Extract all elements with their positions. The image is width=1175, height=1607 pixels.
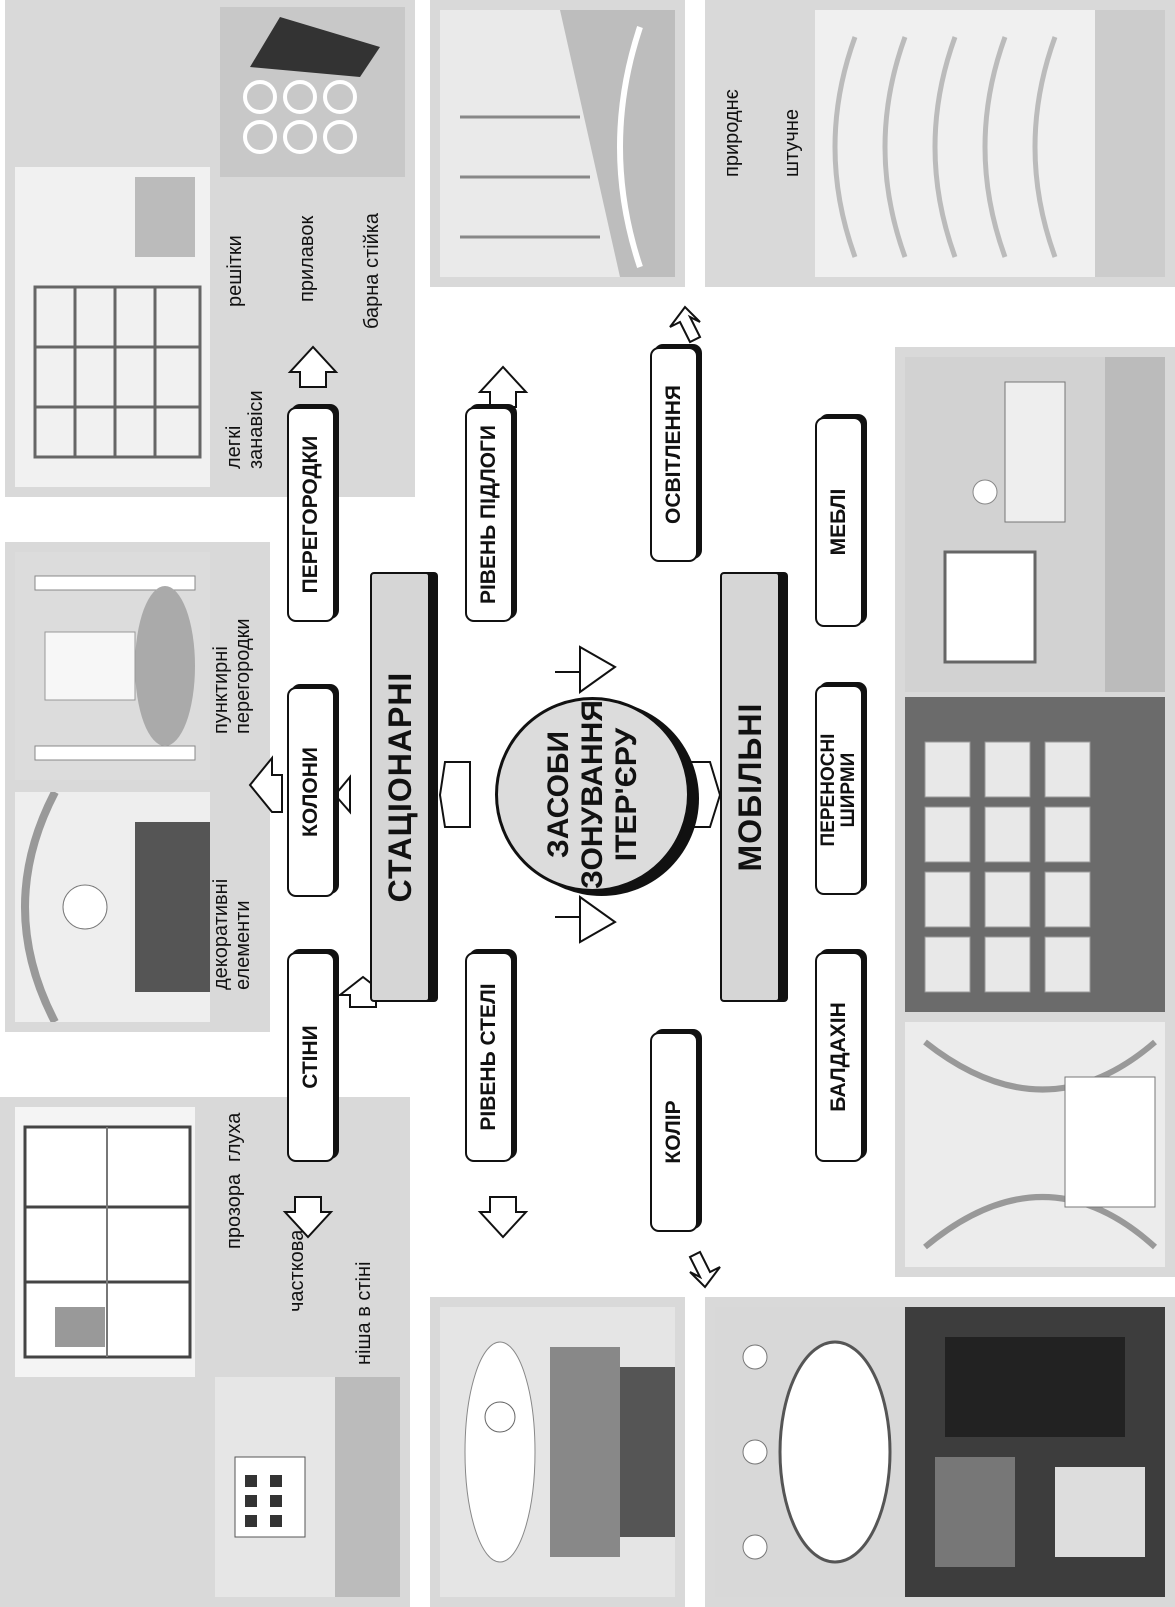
floor-level-photo: [440, 10, 675, 277]
mobile-box: МОБІЛЬНІ: [720, 572, 780, 1002]
portable-screens-photo: [905, 697, 1165, 1012]
arrow-partitions: [287, 345, 339, 388]
arrow-stat-cols-link: [333, 774, 351, 815]
lighting-panel: природнє штучне: [705, 0, 1175, 287]
lighting-box: ОСВІТЛЕННЯ: [650, 347, 698, 562]
partitions-box: ПЕРЕГОРОДКИ: [287, 407, 335, 622]
arrow-lighting: [669, 305, 702, 344]
stationary-box: СТАЦІОНАРНІ: [370, 572, 430, 1002]
lattice-screen-photo: [220, 7, 405, 177]
lighting-photo: [815, 10, 1165, 277]
color-photo-dark-room: [905, 1307, 1165, 1597]
arrow-color: [688, 1250, 721, 1289]
portable-screens-box: ПЕРЕНОСНІ ШИРМИ: [815, 685, 863, 895]
shelving-partition-photo: [15, 167, 210, 487]
columns-box: КОЛОНИ: [287, 687, 335, 897]
columns-photo: [15, 552, 210, 780]
arrow-ceiling: [477, 1196, 529, 1239]
color-box: КОЛІР: [650, 1032, 698, 1232]
color-photo-bathroom: [715, 1307, 915, 1597]
furniture-photo: [905, 357, 1165, 692]
center-line-1: ЗАСОБИ: [541, 730, 575, 859]
sliding-doors-photo: [15, 1107, 195, 1377]
furniture-label: МЕБЛІ: [827, 488, 850, 556]
walls-panel: прозора часткова ніша в стіні глуха: [0, 1097, 410, 1607]
walls-box: СТІНИ: [287, 952, 335, 1162]
lighting-label: ОСВІТЛЕННЯ: [662, 385, 685, 524]
center-circle: ЗАСОБИ ЗОНУВАННЯ ІТЕР'ЄРУ: [495, 697, 690, 892]
mobile-panel: [895, 347, 1175, 1277]
floor-level-box: РІВЕНЬ ПІДЛОГИ: [465, 407, 513, 622]
ceiling-level-photo: [440, 1307, 675, 1597]
stationary-label: СТАЦІОНАРНІ: [381, 671, 418, 903]
arrow-columns-up: [248, 755, 283, 813]
ceiling-level-box: РІВЕНЬ СТЕЛІ: [465, 952, 513, 1162]
center-line-2: ЗОНУВАННЯ: [575, 700, 609, 889]
room-niche-photo: [215, 1377, 400, 1597]
portable-screens-label: ПЕРЕНОСНІ ШИРМИ: [818, 733, 859, 847]
walls-label: СТІНИ: [299, 1025, 322, 1089]
partitions-panel: легкі занавіси решітки прилавок барна ст…: [5, 0, 415, 497]
ceiling-panel: [430, 1297, 685, 1607]
color-label: КОЛІР: [662, 1100, 685, 1164]
columns-panel: декоративні елементи пунктирні перегород…: [5, 542, 270, 1032]
floor-level-label: РІВЕНЬ ПІДЛОГИ: [477, 424, 500, 605]
center-line-3: ІТЕР'ЄРУ: [609, 727, 643, 862]
arrow-center-down: [684, 761, 722, 828]
ceiling-level-label: РІВЕНЬ СТЕЛІ: [477, 983, 500, 1131]
canopy-box: БАЛДАХІН: [815, 952, 863, 1162]
partitions-label: ПЕРЕГОРОДКИ: [299, 435, 322, 594]
floor-panel: [430, 0, 685, 287]
arrow-floor: [477, 365, 529, 408]
arrow-walls: [282, 1196, 334, 1239]
columns-label: КОЛОНИ: [299, 747, 322, 837]
furniture-box: МЕБЛІ: [815, 417, 863, 627]
color-panel: [705, 1297, 1175, 1607]
canopy-photo: [905, 1022, 1165, 1267]
arrow-center-left: [555, 895, 617, 944]
canopy-label: БАЛДАХІН: [827, 1002, 850, 1112]
mobile-label: МОБІЛЬНІ: [731, 702, 768, 872]
arrow-center-right: [555, 645, 617, 694]
decorative-elements-photo: [15, 792, 210, 1022]
arrow-center-up: [438, 761, 471, 828]
